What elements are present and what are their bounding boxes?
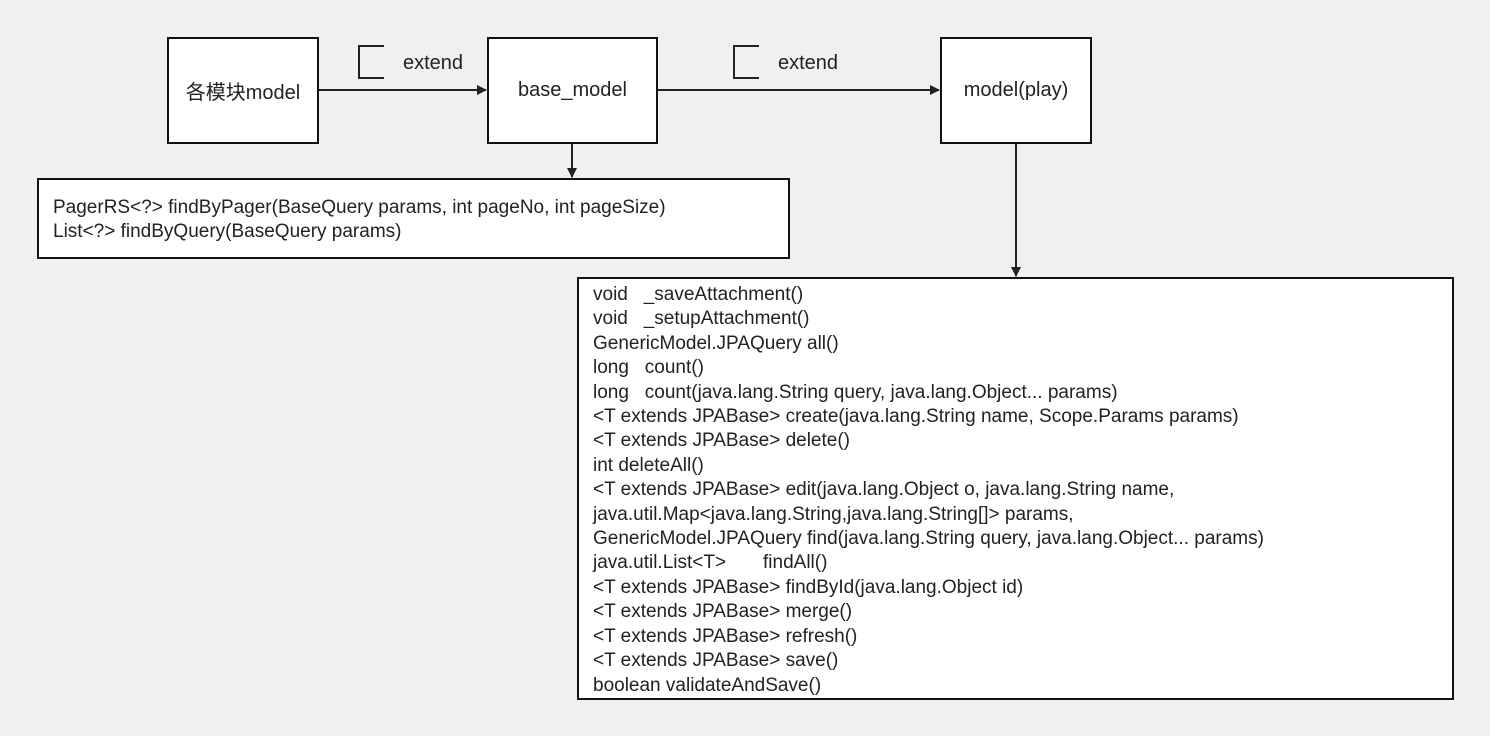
module-model-node: 各模块model bbox=[167, 37, 319, 144]
note-bracket-1 bbox=[358, 45, 384, 79]
play-model-method: GenericModel.JPAQuery find(java.lang.Str… bbox=[593, 528, 1264, 550]
play-model-method: <T extends JPABase> create(java.lang.Str… bbox=[593, 406, 1239, 428]
extend-label-1: extend bbox=[403, 52, 464, 74]
play-model-method: int deleteAll() bbox=[593, 454, 704, 476]
play-model-method: java.util.List<T> findAll() bbox=[593, 552, 828, 574]
play-model-method: <T extends JPABase> delete() bbox=[593, 430, 851, 452]
base-model-method: List<?> findByQuery(BaseQuery params) bbox=[53, 221, 402, 243]
play-model-method: long count() bbox=[593, 357, 704, 379]
play-model-method: <T extends JPABase> merge() bbox=[593, 601, 853, 623]
base-model-method: PagerRS<?> findByPager(BaseQuery params,… bbox=[53, 197, 666, 218]
base-model-methods-box: PagerRS<?> findByPager(BaseQuery params,… bbox=[37, 178, 790, 259]
play-model-method: <T extends JPABase> save() bbox=[593, 650, 839, 672]
note-bracket-2 bbox=[733, 45, 759, 79]
play-model-method: void _setupAttachment() bbox=[593, 308, 810, 330]
play-model-method: <T extends JPABase> edit(java.lang.Objec… bbox=[593, 479, 1175, 501]
play-model-method: <T extends JPABase> findById(java.lang.O… bbox=[593, 576, 1024, 598]
play-model-method: GenericModel.JPAQuery all() bbox=[593, 332, 839, 354]
play-model-method: boolean validateAndSave() bbox=[593, 674, 822, 696]
play-model-method: <T extends JPABase> refresh() bbox=[593, 625, 858, 647]
play-model-label: model(play) bbox=[963, 79, 1069, 101]
play-model-node: model(play) bbox=[940, 37, 1092, 144]
play-model-method: void _saveAttachment() bbox=[593, 284, 804, 305]
base-model-label: base_model bbox=[518, 79, 627, 101]
play-model-methods-box: void _saveAttachment() void _setupAttach… bbox=[577, 277, 1454, 700]
play-model-method: long count(java.lang.String query, java.… bbox=[593, 381, 1118, 403]
base-model-node: base_model bbox=[487, 37, 658, 144]
extend-label-2: extend bbox=[778, 52, 839, 74]
play-model-method: java.util.Map<java.lang.String,java.lang… bbox=[593, 503, 1074, 525]
module-model-label: 各模块model bbox=[185, 82, 301, 104]
